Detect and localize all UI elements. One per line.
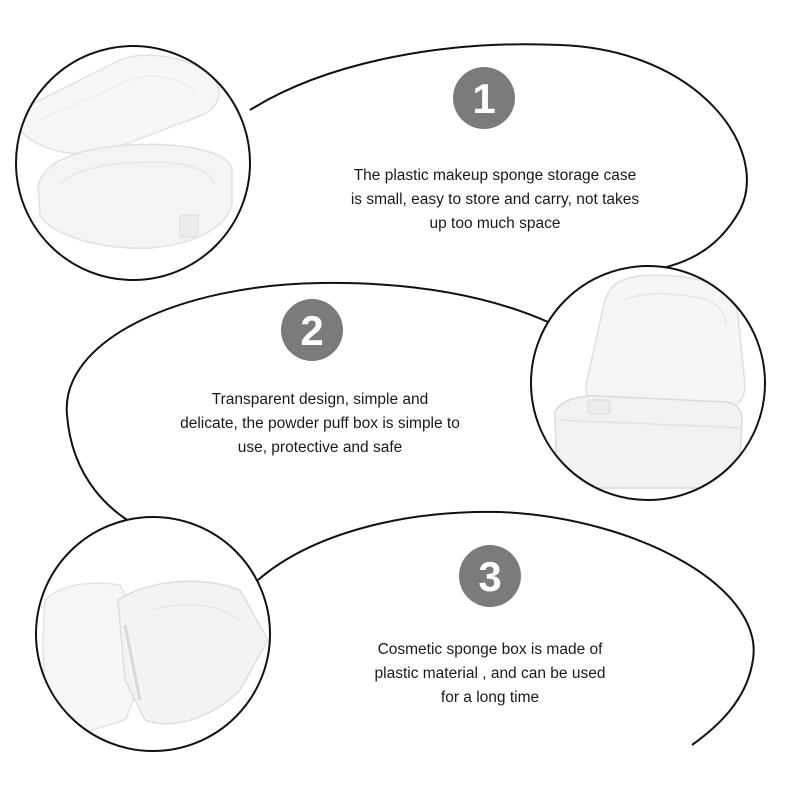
feature-3-line-3: for a long time <box>440 689 540 706</box>
feature-2-line-2: delicate, the powder puff box is simple … <box>180 415 460 432</box>
feature-1-oval <box>249 43 748 273</box>
number-badge-1: 1 <box>453 67 515 129</box>
feature-1-description: The plastic makeup sponge storage case i… <box>300 164 690 236</box>
product-photo-2 <box>530 265 766 501</box>
feature-2-oval <box>65 281 549 533</box>
product-photo-3 <box>35 516 271 752</box>
number-badge-2: 2 <box>281 299 343 361</box>
number-badge-3: 3 <box>459 545 521 607</box>
feature-2-line-3: use, protective and safe <box>237 439 403 456</box>
feature-2-line-1: Transparent design, simple and <box>211 391 429 408</box>
feature-2-description: Transparent design, simple and delicate,… <box>130 388 510 460</box>
feature-3-oval <box>257 510 755 746</box>
number-badge-1-label: 1 <box>472 75 495 122</box>
feature-1-line-2: is small, easy to store and carry, not t… <box>350 191 640 208</box>
number-badge-2-label: 2 <box>300 307 323 354</box>
number-badge-3-label: 3 <box>478 553 501 600</box>
feature-3-line-1: Cosmetic sponge box is made of <box>377 641 603 658</box>
feature-1-line-3: up too much space <box>429 215 561 232</box>
feature-3-line-2: plastic material , and can be used <box>374 665 606 682</box>
feature-1-line-1: The plastic makeup sponge storage case <box>353 167 637 184</box>
product-photo-1 <box>15 45 251 281</box>
feature-3-description: Cosmetic sponge box is made of plastic m… <box>320 638 660 710</box>
